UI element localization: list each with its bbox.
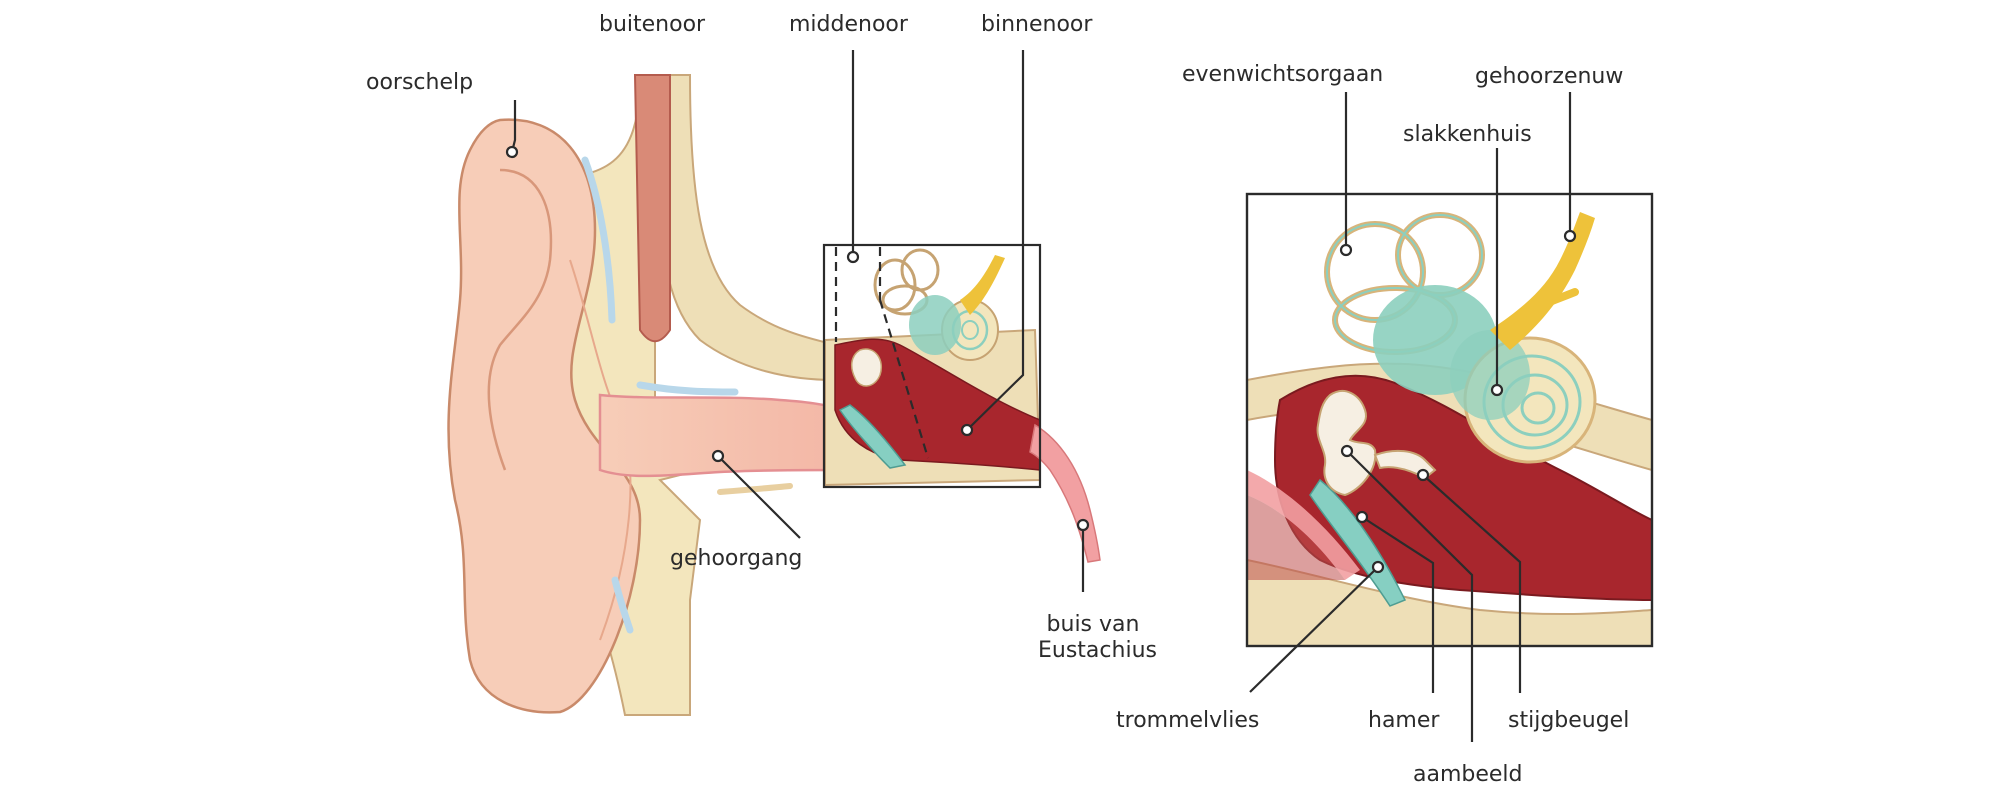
pin-hamer [1355,510,1369,524]
helix-fold [487,168,553,471]
middle-ear-small-group [822,243,1101,563]
leader-gehoorgang [717,455,801,539]
pin-gehoorzenuw [1563,229,1577,243]
zoom-frame-small [822,243,1042,489]
label-buis-van-eustachius-line1: buis van [1046,612,1140,637]
dashed-boundary-diagonal [878,299,930,459]
pin-eustachius [1076,518,1090,532]
gehoorgang-shape [598,393,842,478]
label-buitenoor: buitenoor [599,12,706,37]
vessel [633,74,671,343]
cartilage-accent-3 [611,576,634,634]
cartilage-accent-2 [636,381,739,396]
label-trommelvlies: trommelvlies [1116,708,1260,733]
zoom-ossicle-hamer-aambeeld [1316,390,1377,497]
label-oorschelp: oorschelp [366,70,474,95]
pin-evenwichtsorgaan [1339,243,1353,257]
leader-stijgbeugel [1422,474,1522,693]
label-gehoorgang: gehoorgang [670,546,803,571]
zoom-tympanic-membrane [1309,478,1407,607]
pin-slakkenhuis [1490,383,1504,397]
label-buis-van-eustachius: buis van Eustachius [1038,612,1157,664]
pin-gehoorgang [711,449,725,463]
pin-trommelvlies [1371,560,1385,574]
leader-trommelvlies [1249,566,1379,693]
label-middenoor: middenoor [789,12,908,37]
leader-binnenoor [966,50,1025,431]
label-binnenoor: binnenoor [981,12,1093,37]
label-stijgbeugel: stijgbeugel [1508,708,1630,733]
zoom-frame-large [1245,192,1654,648]
cartilage-accent-4 [717,483,793,495]
tympanic-membrane-small [838,404,907,469]
cartilage-accent-1 [581,156,616,324]
temporal-bone [658,74,836,382]
zoom-canal-skin [1247,470,1360,580]
label-gehoorzenuw: gehoorzenuw [1475,64,1624,89]
zoom-inner-ear-group [1247,194,1652,646]
leader-aambeeld [1346,450,1474,742]
leader-hamer [1361,516,1435,693]
pin-middenoor [846,250,860,264]
pin-oorschelp [505,145,519,159]
cochlea-small [909,295,999,361]
label-evenwichtsorgaan: evenwichtsorgaan [1182,62,1384,87]
pin-aambeeld [1340,444,1354,458]
pin-binnenoor [960,423,974,437]
label-aambeeld: aambeeld [1413,762,1523,787]
label-hamer: hamer [1368,708,1440,733]
outer-ear-group [447,74,842,716]
zoom-canal-lumen [1247,495,1345,580]
leader-lines [505,50,1577,742]
label-slakkenhuis: slakkenhuis [1403,122,1532,147]
pin-stijgbeugel [1416,468,1430,482]
auditory-nerve-small [960,255,1005,315]
ossicles-small [850,348,882,387]
label-buis-van-eustachius-line2: Eustachius [1038,638,1157,663]
